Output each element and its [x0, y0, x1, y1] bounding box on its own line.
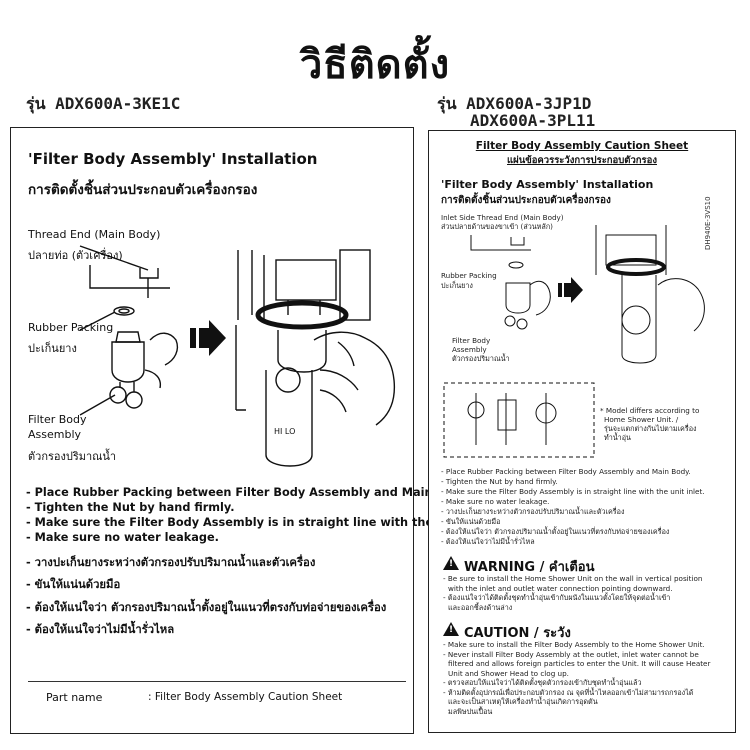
right-model-label-1: รุ่น ADX600A-3JP1D [437, 94, 592, 113]
left-bullet-en-3: - Make sure the Filter Body Assembly is … [26, 516, 500, 529]
warning-line: - Be sure to install the Home Shower Uni… [443, 574, 703, 583]
part-name-label: Part name [46, 691, 103, 704]
right-bullet-6: - ขันให้แน่นด้วยมือ [441, 517, 501, 526]
caution-line: - Never install Filter Body Assembly at … [443, 649, 699, 659]
caution-title: CAUTION / ระวัง [464, 626, 571, 641]
caution-line: filtered and allows foreign particles to… [448, 659, 711, 668]
left-model-label: รุ่น ADX600A-3KE1C [26, 94, 181, 113]
right-model-label-2: ADX600A-3PL11 [470, 111, 596, 130]
left-bullet-en-4: - Make sure no water leakage. [26, 531, 219, 544]
warning-title: WARNING / คำเตือน [464, 560, 595, 575]
right-label-filter-en1: Filter Body [452, 336, 491, 345]
warning-line: และออกชี้ลงด้านล่าง [448, 602, 513, 612]
left-bullet-th-2: - ขันให้แน่นด้วยมือ [26, 578, 121, 591]
left-label-filter-en2: Assembly [28, 428, 82, 441]
right-assembly-illustration [443, 225, 705, 458]
caution-icon: ! [443, 622, 459, 636]
right-caution-sheet [428, 130, 736, 733]
page-title: วิธีติดตั้ง [299, 42, 451, 88]
right-heading-th: การติดตั้งชิ้นส่วนประกอบตัวเครื่องกรอง [441, 195, 611, 206]
right-bullet-5: - วางปะเก็นยางระหว่างตัวกรองปรับปริมาณน้… [441, 507, 625, 516]
right-bullet-3: - Make sure the Filter Body Assembly is … [441, 487, 705, 496]
left-bullet-th-1: - วางปะเก็นยางระหว่างตัวกรองปรับปริมาณน้… [26, 556, 316, 569]
warning-text: - Be sure to install the Home Shower Uni… [443, 574, 728, 612]
right-bullet-8: - ต้องให้แน่ใจว่าไม่มีน้ำรั่วไหล [441, 537, 535, 546]
right-heading-en: 'Filter Body Assembly' Installation [441, 178, 654, 191]
right-bullet-4: - Make sure no water leakage. [441, 497, 550, 506]
right-label-filter-th: ตัวกรองปริมาณน้ำ [452, 354, 510, 363]
hi-lo-label: HI LO [274, 427, 295, 436]
right-model-note-1: * Model differs according to [600, 406, 700, 415]
direction-arrow-icon [190, 320, 226, 356]
right-label-thread-th: ส่วนปลายด้านของขาเข้า (ส่วนหลัก) [441, 222, 553, 231]
right-model-note-3: รุ่นจะแตกต่างกันไปตามเครื่อง [604, 424, 697, 433]
right-sheet-title-th: แผ่นข้อควรระวังการประกอบตัวกรอง [507, 155, 657, 166]
left-instruction-sheet [10, 127, 414, 734]
part-name-value: : Filter Body Assembly Caution Sheet [148, 691, 343, 703]
part-name-bar [28, 681, 406, 712]
caution-text: - Make sure to install the Filter Body A… [443, 640, 728, 716]
caution-line: มลพิษปนเปื้อน [448, 706, 493, 716]
left-heading-th: การติดตั้งชิ้นส่วนประกอบตัวเครื่องกรอง [28, 182, 258, 198]
left-label-rubber-th: ปะเก็นยาง [28, 342, 77, 355]
left-label-filter-en1: Filter Body [28, 413, 87, 426]
left-label-filter-th: ตัวกรองปริมาณน้ำ [28, 450, 117, 463]
left-label-thread-en: Thread End (Main Body) [28, 228, 161, 241]
caution-line: Unit and Shower Head to clog up. [448, 668, 569, 678]
right-bullet-1: - Place Rubber Packing between Filter Bo… [441, 467, 691, 476]
right-direction-arrow-icon [558, 277, 583, 303]
warning-line: - ต้องแน่ใจว่าได้ติดตั้งชุดทำน้ำอุ่นเข้า… [443, 593, 671, 602]
left-bullet-en-2: - Tighten the Nut by hand firmly. [26, 501, 235, 514]
right-model-note-2: Home Shower Unit. / [604, 415, 679, 424]
caution-line: - Make sure to install the Filter Body A… [443, 640, 705, 649]
left-bullet-en-1: - Place Rubber Packing between Filter Bo… [26, 486, 472, 499]
right-label-rubber-en: Rubber Packing [441, 271, 497, 280]
right-model-note-4: ทำน้ำอุ่น [604, 433, 631, 442]
left-assembly-illustration: HI LO [79, 245, 396, 467]
caution-line: - ตรวจสอบให้แน่ใจว่าได้ติดตั้งชุดตัวกรอง… [443, 678, 642, 687]
caution-line: และจะเป็นสาเหตุให้เครื่องทำน้ำอุ่นเกิดกา… [448, 697, 598, 706]
warning-line: with the inlet and outlet water connecti… [448, 583, 673, 593]
left-bullet-th-4: - ต้องให้แน่ใจว่าไม่มีน้ำรั่วไหล [26, 623, 175, 636]
right-sheet-title-en: Filter Body Assembly Caution Sheet [475, 140, 689, 152]
caution-line: - ห้ามติดตั้งอุปกรณ์เพื่อประกอบตัวกรอง ณ… [443, 687, 694, 697]
right-label-thread-en: Inlet Side Thread End (Main Body) [441, 213, 564, 222]
left-bullet-th-3: - ต้องให้แน่ใจว่า ตัวกรองปริมาณน้ำตั้งอย… [26, 601, 387, 614]
right-label-rubber-th: ปะเก็นยาง [441, 281, 473, 290]
right-bullet-7: - ต้องให้แน่ใจว่า ตัวกรองปริมาณน้ำตั้งอย… [441, 527, 670, 536]
right-label-filter-en2: Assembly [452, 345, 487, 354]
right-bullet-2: - Tighten the Nut by hand firmly. [441, 477, 558, 486]
warning-icon: ! [443, 556, 459, 570]
left-heading-en: 'Filter Body Assembly' Installation [28, 150, 318, 168]
